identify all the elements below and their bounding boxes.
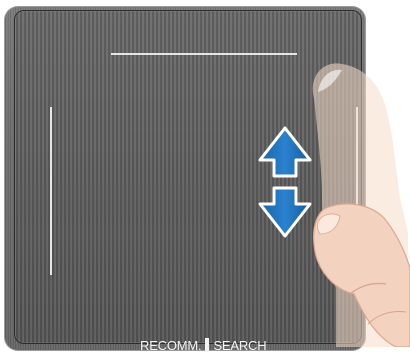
- touchpad-left-guide-line: [50, 107, 52, 275]
- search-label: SEARCH: [213, 338, 266, 353]
- touchpad-top-guide-line: [111, 53, 297, 55]
- label-separator: [205, 338, 209, 352]
- finger-swipe-icon: [296, 58, 410, 347]
- touchpad-bottom-labels: RECOMM. SEARCH: [140, 337, 266, 353]
- recommend-label: RECOMM.: [140, 338, 201, 353]
